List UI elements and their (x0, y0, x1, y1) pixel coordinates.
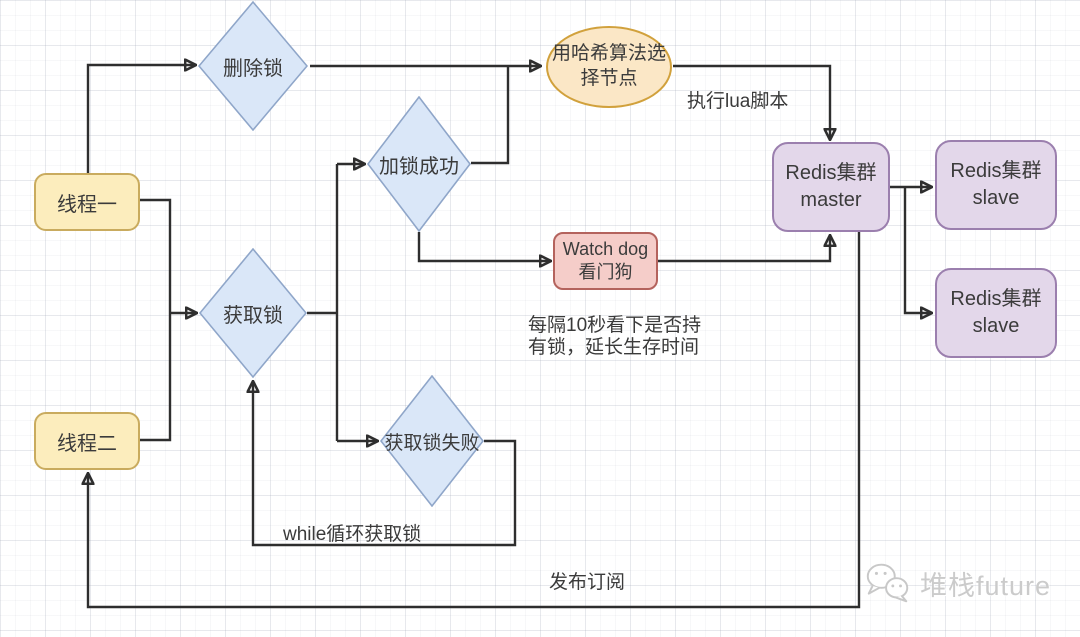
edge-label-publish-subscribe: 发布订阅 (549, 572, 626, 593)
node-hash-select-label: 用哈希算法选 择节点 (552, 42, 666, 91)
watermark-text: 堆栈future (920, 570, 1052, 601)
edge-master-to-slave-bottom (903, 187, 932, 313)
node-redis-master: Redis集群 master (772, 142, 890, 232)
node-lock-success: 加锁成功 (367, 96, 471, 232)
node-acquire-lock: 获取锁 (199, 248, 307, 378)
node-lock-success-label: 加锁成功 (379, 155, 459, 178)
node-acquire-lock-label: 获取锁 (223, 304, 283, 327)
redis-slave-bottom-line2: slave (972, 315, 1020, 337)
watermark: 堆栈future (862, 561, 1051, 605)
redis-master-line2: master (800, 189, 862, 211)
watchdog-line1: Watch dog (562, 238, 649, 259)
diamond-shape (199, 248, 307, 378)
diamond-shape (198, 1, 308, 131)
edge-label-execute-lua: 执行lua脚本 (687, 91, 789, 112)
node-redis-slave-top-label: Redis集群 slave (950, 158, 1041, 212)
diamond-shape (367, 96, 471, 232)
node-acquire-fail: 获取锁失败 (380, 375, 484, 507)
hash-select-line2: 择节点 (580, 68, 638, 89)
redis-slave-bottom-line1: Redis集群 (950, 288, 1042, 310)
node-delete-lock: 删除锁 (198, 1, 308, 131)
redis-slave-top-line1: Redis集群 (950, 160, 1042, 182)
node-watchdog-label: Watch dog 看门狗 (563, 238, 648, 285)
edge-thread1-to-delete-lock (86, 65, 196, 173)
hash-select-line1: 用哈希算法选 (551, 43, 666, 65)
wechat-icon (866, 563, 909, 603)
edge-watchdog-to-master (658, 235, 830, 263)
edge-label-watchdog-note: 每隔10秒看下是否持 有锁，延长生存时间 (528, 315, 701, 359)
watchdog-note-line1: 每隔10秒看下是否持 (528, 315, 702, 336)
edge-hash-to-master (673, 64, 830, 140)
edge-lock-success-to-hash (471, 66, 510, 165)
node-delete-lock-label: 删除锁 (223, 57, 283, 80)
node-hash-select: 用哈希算法选 择节点 (546, 26, 672, 108)
edge-pubsub-loop (88, 232, 861, 609)
node-acquire-fail-label: 获取锁失败 (384, 432, 480, 454)
node-redis-slave-bottom: Redis集群 slave (935, 268, 1057, 358)
diamond-shape (380, 375, 484, 507)
node-thread-2: 线程二 (34, 412, 140, 470)
watchdog-line2: 看门狗 (578, 262, 633, 282)
node-redis-slave-top: Redis集群 slave (935, 140, 1057, 230)
node-thread-1: 线程一 (34, 173, 140, 231)
redis-slave-top-line2: slave (972, 187, 1020, 209)
node-thread-1-label: 线程一 (57, 193, 117, 216)
edge-threads-junction (140, 198, 172, 442)
node-redis-slave-bottom-label: Redis集群 slave (950, 286, 1041, 340)
edge-lock-success-to-watchdog (417, 232, 551, 261)
node-watchdog: Watch dog 看门狗 (553, 232, 658, 290)
redis-master-line1: Redis集群 (785, 162, 877, 184)
node-redis-master-label: Redis集群 master (785, 160, 876, 214)
edge-while-loop (253, 381, 517, 547)
watchdog-note-line2: 有锁，延长生存时间 (528, 336, 700, 358)
node-thread-2-label: 线程二 (57, 432, 117, 455)
edge-label-while-loop: while循环获取锁 (283, 524, 422, 545)
